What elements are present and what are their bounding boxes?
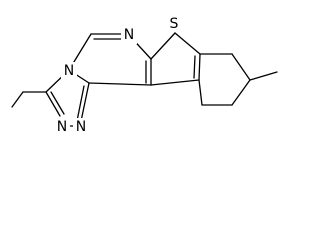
bond <box>88 82 152 86</box>
sulfur-atom-label: S <box>170 16 179 32</box>
bond <box>150 79 200 86</box>
nitrogen-atom-label: N <box>57 119 67 135</box>
nitrogen-atom-label: N <box>124 27 134 43</box>
nitrogen-atom-label: N <box>76 119 86 135</box>
bond <box>198 79 203 106</box>
bond <box>50 91 65 115</box>
bond <box>231 79 251 106</box>
bond-group <box>11 32 278 127</box>
bond <box>150 32 176 60</box>
atom-label-group: S N N N N <box>54 14 184 136</box>
bond <box>174 32 201 55</box>
bond <box>76 85 85 122</box>
bond <box>231 53 251 81</box>
bond <box>198 53 201 81</box>
molecule-diagram: S N N N N <box>11 14 278 136</box>
bond <box>193 55 196 79</box>
nitrogen-atom-label: N <box>64 63 74 79</box>
bond <box>11 91 24 108</box>
bond <box>249 71 278 81</box>
bond <box>45 91 61 117</box>
